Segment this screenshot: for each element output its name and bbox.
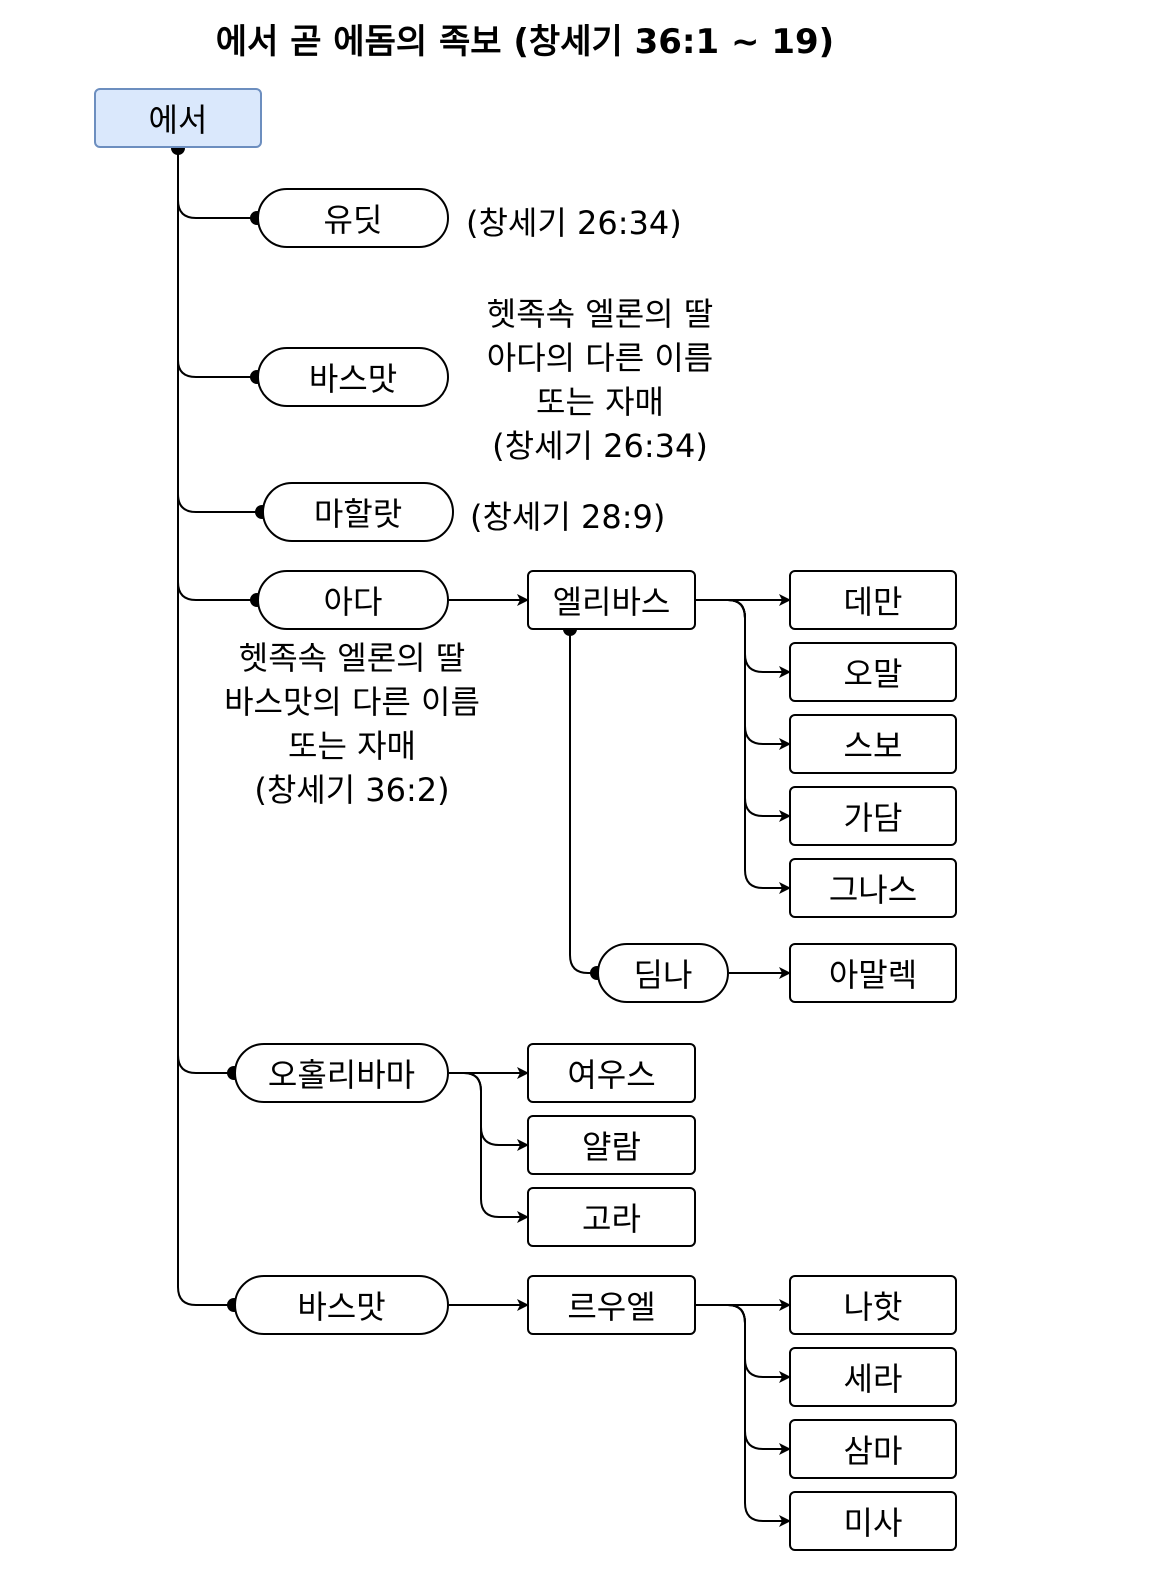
- node-eliphaz: 엘리바스: [527, 570, 696, 630]
- node-omar: 오말: [789, 642, 957, 702]
- edge-esau-judith: [177, 148, 257, 219]
- edge-reuel-zerah: [696, 1304, 791, 1383]
- node-mizzah: 미사: [789, 1491, 957, 1551]
- edge-eliphaz-timna: [569, 629, 597, 974]
- node-kenaz: 그나스: [789, 858, 957, 918]
- edge-eliphaz-kenaz: [696, 599, 791, 894]
- edge-esau-adah: [177, 148, 257, 601]
- node-esau: 에서: [94, 88, 262, 148]
- edge-esau-mahalath: [177, 148, 262, 513]
- edge-esau-basemath1: [177, 148, 257, 378]
- node-adah: 아다: [257, 570, 449, 630]
- note-line: 아다의 다른 이름: [486, 339, 714, 377]
- note-line: 또는 자매: [536, 383, 664, 421]
- node-jeush: 여우스: [527, 1043, 696, 1103]
- node-gatam: 가담: [789, 786, 957, 846]
- node-teman: 데만: [789, 570, 957, 630]
- ref-judith: (창세기 26:34): [466, 204, 682, 242]
- note-line: (창세기 36:2): [254, 771, 450, 809]
- node-timna: 딤나: [597, 943, 729, 1003]
- node-basemath-2: 바스맛: [234, 1275, 449, 1335]
- node-basemath-1: 바스맛: [257, 347, 449, 407]
- node-nahath: 나핫: [789, 1275, 957, 1335]
- edge-eliphaz-omar: [696, 599, 791, 678]
- node-zerah: 세라: [789, 1347, 957, 1407]
- note-line: (창세기 26:34): [492, 427, 708, 465]
- edge-reuel-mizzah: [696, 1304, 791, 1527]
- diagram-title: 에서 곧 에돔의 족보 (창세기 36:1 ~ 19): [215, 22, 835, 62]
- node-mahalath: 마할랏: [262, 482, 454, 542]
- edge-oholibamah-korah: [449, 1072, 529, 1223]
- node-zepho: 스보: [789, 714, 957, 774]
- node-reuel: 르우엘: [527, 1275, 696, 1335]
- note-line: 헷족속 엘론의 딸: [486, 295, 714, 333]
- note-line: 헷족속 엘론의 딸: [238, 639, 466, 677]
- ref-mahalath: (창세기 28:9): [470, 498, 666, 536]
- node-judith: 유딧: [257, 188, 449, 248]
- node-oholibamah: 오홀리바마: [234, 1043, 449, 1103]
- note-line: 바스맛의 다른 이름: [224, 683, 480, 721]
- edge-esau-oholibamah: [177, 148, 234, 1074]
- node-korah: 고라: [527, 1187, 696, 1247]
- node-amalek: 아말렉: [789, 943, 957, 1003]
- node-jalam: 얄람: [527, 1115, 696, 1175]
- edge-esau-basemath2: [177, 148, 234, 1306]
- node-shammah: 삼마: [789, 1419, 957, 1479]
- edge-eliphaz-gatam: [696, 599, 791, 822]
- note-line: 또는 자매: [288, 727, 416, 765]
- note-basemath-1: 헷족속 엘론의 딸 아다의 다른 이름 또는 자매 (창세기 26:34): [470, 292, 730, 468]
- note-adah: 헷족속 엘론의 딸 바스맛의 다른 이름 또는 자매 (창세기 36:2): [205, 636, 499, 812]
- edge-oholibamah-jalam: [449, 1072, 529, 1151]
